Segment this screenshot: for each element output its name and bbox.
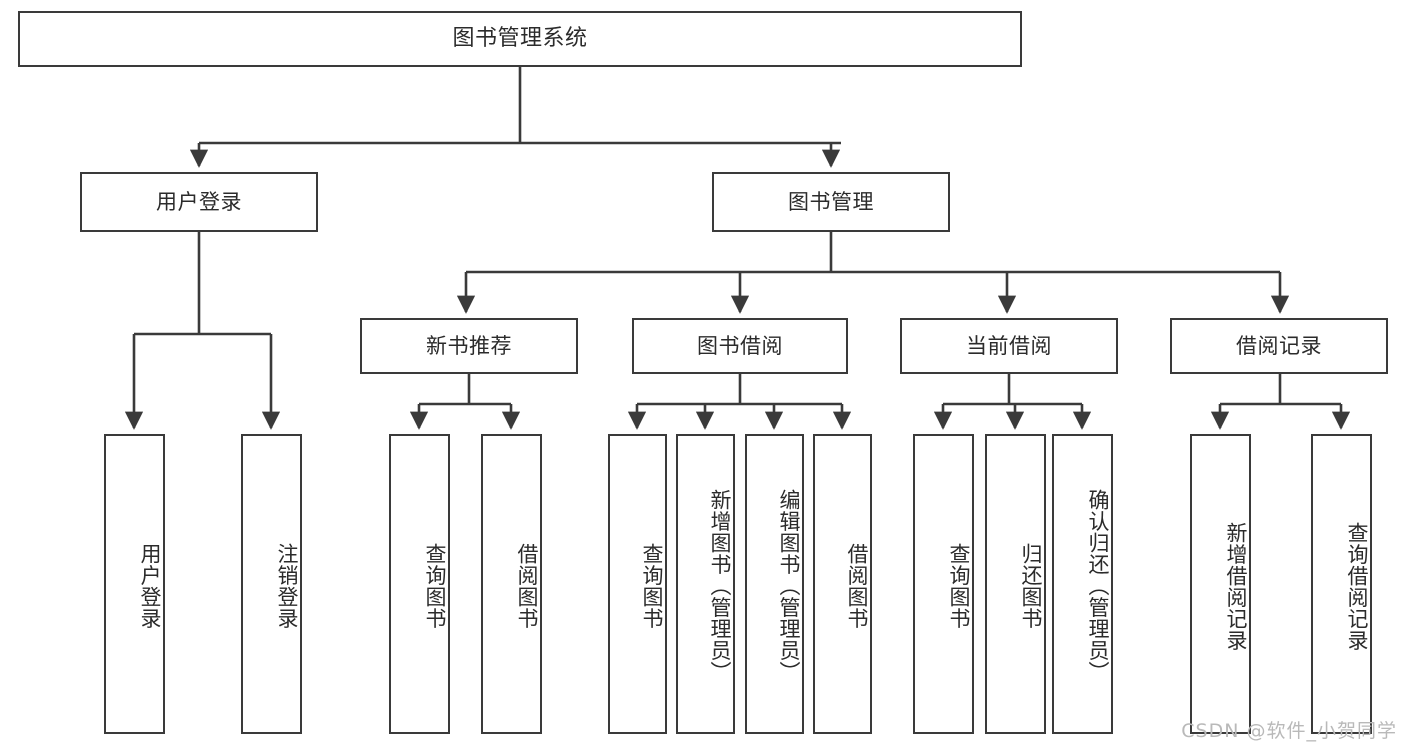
leaf-query-book-nb-label: 查询图书 bbox=[423, 543, 447, 629]
leaf-user-login[interactable]: 用户登录 bbox=[104, 434, 165, 734]
node-current-borrow-label: 当前借阅 bbox=[966, 333, 1052, 358]
node-root-label: 图书管理系统 bbox=[452, 26, 588, 52]
leaf-borrow-book-nb[interactable]: 借阅图书 bbox=[481, 434, 542, 734]
node-root[interactable]: 图书管理系统 bbox=[18, 11, 1022, 67]
leaf-borrow-book-bb[interactable]: 借阅图书 bbox=[813, 434, 872, 734]
leaf-borrow-book-bb-label: 借阅图书 bbox=[845, 543, 869, 629]
node-book-management-label: 图书管理 bbox=[788, 189, 874, 214]
node-new-book-recommend-label: 新书推荐 bbox=[426, 333, 512, 358]
node-current-borrow[interactable]: 当前借阅 bbox=[900, 318, 1118, 374]
leaf-return-book[interactable]: 归还图书 bbox=[985, 434, 1046, 734]
leaf-add-book-admin-label: 新增图书（管理员） bbox=[708, 489, 732, 683]
node-user-login-label: 用户登录 bbox=[156, 189, 242, 214]
leaf-user-login-label: 用户登录 bbox=[138, 543, 162, 629]
node-user-login[interactable]: 用户登录 bbox=[80, 172, 318, 232]
leaf-query-book-bb-label: 查询图书 bbox=[640, 543, 664, 629]
node-borrow-record[interactable]: 借阅记录 bbox=[1170, 318, 1388, 374]
node-book-borrow-label: 图书借阅 bbox=[697, 333, 783, 358]
leaf-query-borrow-record-label: 查询借阅记录 bbox=[1345, 521, 1369, 651]
node-book-management[interactable]: 图书管理 bbox=[712, 172, 950, 232]
leaf-confirm-return-admin[interactable]: 确认归还（管理员） bbox=[1052, 434, 1113, 734]
leaf-query-book-cb-label: 查询图书 bbox=[947, 543, 971, 629]
leaf-edit-book-admin[interactable]: 编辑图书（管理员） bbox=[745, 434, 804, 734]
leaf-query-book-cb[interactable]: 查询图书 bbox=[913, 434, 974, 734]
watermark: CSDN @软件_小贺同学 bbox=[1181, 720, 1397, 742]
node-new-book-recommend[interactable]: 新书推荐 bbox=[360, 318, 578, 374]
leaf-add-borrow-record-label: 新增借阅记录 bbox=[1224, 521, 1248, 651]
leaf-borrow-book-nb-label: 借阅图书 bbox=[515, 543, 539, 629]
leaf-logout-label: 注销登录 bbox=[275, 543, 299, 629]
leaf-add-borrow-record[interactable]: 新增借阅记录 bbox=[1190, 434, 1251, 734]
leaf-edit-book-admin-label: 编辑图书（管理员） bbox=[777, 489, 801, 683]
leaf-query-borrow-record[interactable]: 查询借阅记录 bbox=[1311, 434, 1372, 734]
leaf-query-book-bb[interactable]: 查询图书 bbox=[608, 434, 667, 734]
leaf-return-book-label: 归还图书 bbox=[1019, 543, 1043, 629]
leaf-add-book-admin[interactable]: 新增图书（管理员） bbox=[676, 434, 735, 734]
leaf-confirm-return-admin-label: 确认归还（管理员） bbox=[1086, 489, 1110, 683]
leaf-logout[interactable]: 注销登录 bbox=[241, 434, 302, 734]
node-borrow-record-label: 借阅记录 bbox=[1236, 333, 1322, 358]
node-book-borrow[interactable]: 图书借阅 bbox=[632, 318, 848, 374]
leaf-query-book-nb[interactable]: 查询图书 bbox=[389, 434, 450, 734]
